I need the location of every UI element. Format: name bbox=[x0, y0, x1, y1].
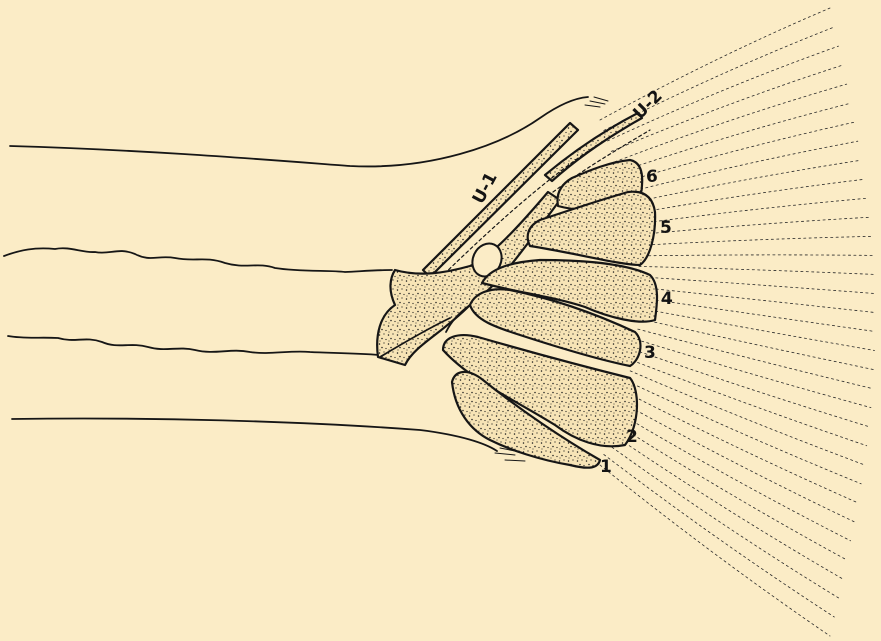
fin-ray bbox=[622, 402, 855, 522]
dorsal-body-outline bbox=[10, 97, 588, 166]
label-hypural-3: 3 bbox=[644, 343, 656, 363]
fin-ray bbox=[640, 308, 875, 350]
fin-ray bbox=[628, 381, 862, 483]
label-hypural-2: 2 bbox=[626, 427, 638, 447]
fin-ray bbox=[608, 444, 839, 598]
fin-ray bbox=[638, 255, 873, 256]
fin-ray bbox=[604, 455, 835, 618]
fin-ray bbox=[611, 434, 842, 579]
label-hypural-5: 5 bbox=[660, 218, 672, 238]
fin-ray bbox=[608, 46, 839, 141]
notochord-lower-outline bbox=[8, 336, 380, 355]
fin-ray bbox=[639, 266, 874, 274]
dorsal-fin-edge-hatching bbox=[585, 97, 608, 107]
fin-ray bbox=[640, 277, 875, 294]
fin-ray bbox=[638, 329, 873, 389]
label-hypural-6: 6 bbox=[646, 167, 658, 187]
fin-ray bbox=[600, 465, 830, 636]
fin-ray bbox=[630, 371, 864, 465]
fin-ray bbox=[630, 179, 864, 214]
fin-ray bbox=[633, 361, 867, 446]
fin-ray bbox=[628, 160, 862, 203]
fin-ray bbox=[640, 298, 875, 332]
ventral-body-outline bbox=[12, 418, 497, 451]
fin-ray bbox=[625, 392, 858, 503]
fin-ray bbox=[615, 423, 847, 560]
notochord-upper-outline bbox=[4, 248, 392, 272]
fin-ray bbox=[636, 340, 871, 408]
label-hypural-4: 4 bbox=[661, 289, 673, 309]
label-hypural-1: 1 bbox=[600, 457, 612, 477]
